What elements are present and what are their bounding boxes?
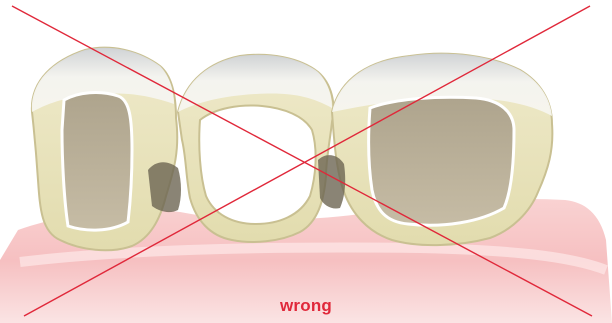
caption-label: wrong bbox=[0, 296, 612, 316]
bridge-window bbox=[199, 106, 315, 224]
right-core bbox=[369, 97, 514, 225]
left-connector-gap bbox=[148, 162, 181, 212]
left-core bbox=[62, 93, 132, 231]
left-abutment-tooth bbox=[32, 48, 177, 251]
right-abutment-tooth bbox=[332, 54, 552, 245]
